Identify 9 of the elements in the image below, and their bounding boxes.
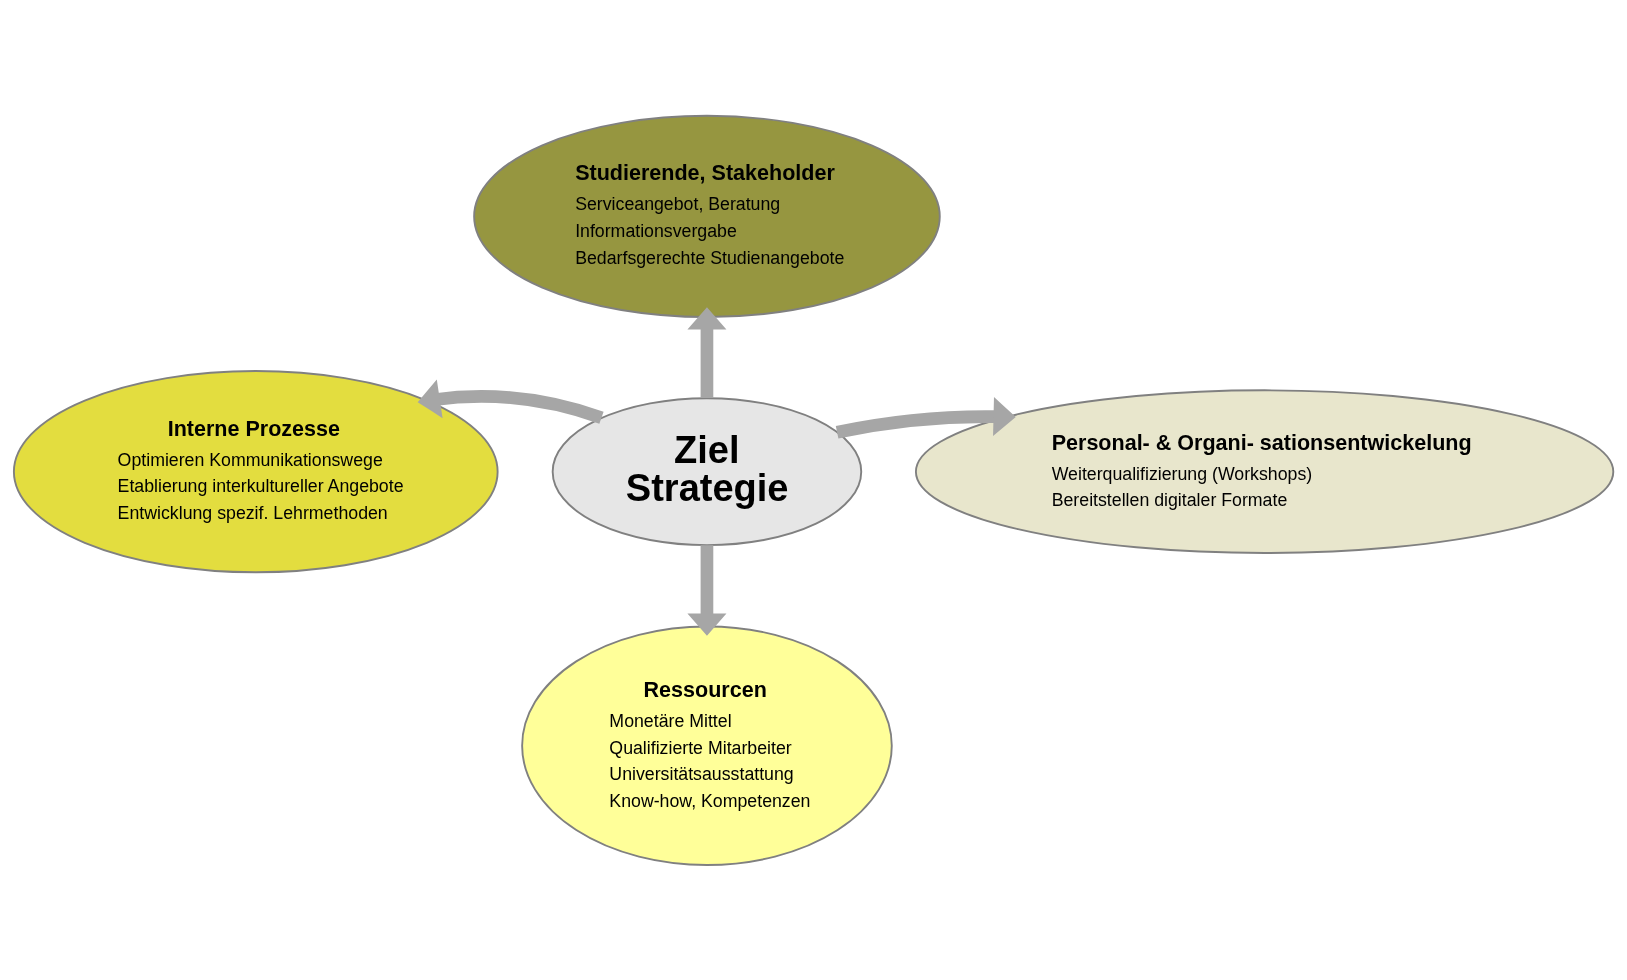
arrow xyxy=(687,306,727,398)
node-ellipse: Personal- & Organi- sationsentwickelung Weiterqualifizierung (Workshops) Bereitstellen digitaler Formate xyxy=(914,388,1615,554)
arrow xyxy=(417,379,604,424)
node-ellipse: Ziel Strategie xyxy=(551,396,863,546)
node-ellipse: Studierende, Stakeholder Serviceangebot, Beratung Informationsvergabe Bedarfsgerechte Studienangebote xyxy=(473,114,941,318)
node-ellipse: Interne Prozesse Optimieren Kommunikationswege Etablierung interkultureller Angebote Entwicklung spezif. Lehrmethoden xyxy=(12,369,499,573)
arrow xyxy=(687,544,727,636)
node-ellipse: Ressourcen Monetäre Mittel Qualifizierte Mitarbeiter Universitätsausstattung Know-how, Kompetenzen xyxy=(521,625,893,866)
arrow xyxy=(835,396,1016,438)
